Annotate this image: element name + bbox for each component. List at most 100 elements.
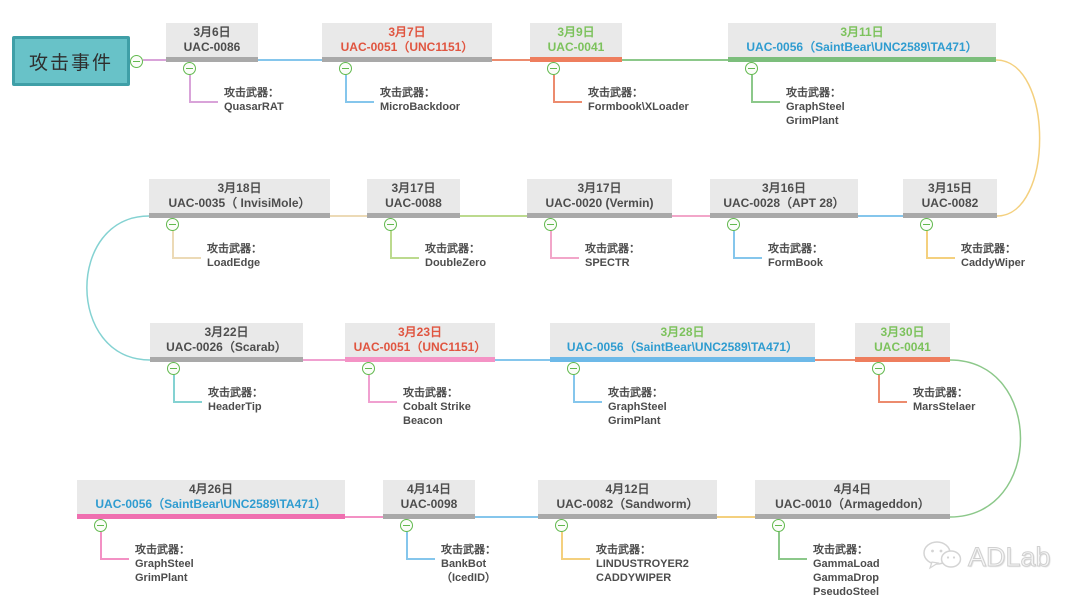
weapon-label[interactable]: 攻击武器： QuasarRAT (224, 86, 284, 114)
branch-line-horizontal (100, 558, 129, 560)
weapon-prefix: 攻击武器： (403, 387, 458, 399)
weapon-prefix: 攻击武器： (608, 387, 663, 399)
branch-line-horizontal (926, 257, 955, 259)
branch-line-vertical (368, 375, 370, 401)
event-date: 4月12日 (605, 482, 650, 496)
branch-line-horizontal (172, 257, 201, 259)
weapon-label[interactable]: 攻击武器： LINDUSTROYER2 CADDYWIPER (596, 543, 689, 585)
event-box[interactable]: 4月14日 UAC-0098 (383, 480, 475, 514)
collapse-icon[interactable] (745, 62, 758, 75)
branch-line-horizontal (390, 257, 419, 259)
branch-line-vertical (561, 532, 563, 558)
branch-line-horizontal (406, 558, 435, 560)
weapon-label[interactable]: 攻击武器： Formbook\XLoader (588, 86, 689, 114)
event-box[interactable]: 3月18日 UAC-0035（ InvisiMole） (149, 179, 330, 213)
event-date: 3月23日 (397, 325, 443, 339)
weapon-names: Formbook\XLoader (588, 101, 689, 113)
collapse-icon[interactable] (167, 362, 180, 375)
weapon-label[interactable]: 攻击武器： GammaLoad GammaDrop PseudoSteel (813, 543, 880, 599)
event-node: 3月9日 UAC-0041 攻击武器： Formbook\XLoader (530, 23, 689, 113)
collapse-icon[interactable] (362, 362, 375, 375)
event-underline (538, 514, 717, 519)
collapse-icon[interactable] (872, 362, 885, 375)
weapon-label[interactable]: 攻击武器： MarsStelaer (913, 386, 975, 414)
event-date: 4月26日 (188, 482, 234, 496)
event-date: 4月4日 (833, 482, 872, 496)
collapse-icon[interactable] (544, 218, 557, 231)
weapon-names: GraphSteel GrimPlant (135, 558, 194, 584)
collapse-icon[interactable] (384, 218, 397, 231)
event-box[interactable]: 3月22日 UAC-0026（Scarab） (150, 323, 303, 357)
event-underline (345, 357, 495, 362)
weapon-label[interactable]: 攻击武器： CaddyWiper (961, 242, 1025, 270)
weapon-prefix: 攻击武器： (441, 544, 496, 556)
curve-row3-row4 (949, 359, 1022, 518)
event-node: 3月7日 UAC-0051（UNC1151） 攻击武器： MicroBackdo… (322, 23, 492, 113)
event-box[interactable]: 4月4日 UAC-0010（Armageddon） (755, 480, 950, 514)
event-box[interactable]: 3月16日 UAC-0028（APT 28） (710, 179, 858, 213)
collapse-icon[interactable] (183, 62, 196, 75)
weapon-label[interactable]: 攻击武器： MicroBackdoor (380, 86, 460, 114)
timeline-segment (622, 59, 728, 61)
weapon-prefix: 攻击武器： (208, 387, 263, 399)
collapse-icon[interactable] (547, 62, 560, 75)
collapse-icon[interactable] (567, 362, 580, 375)
weapon-label[interactable]: 攻击武器： GraphSteel GrimPlant (608, 386, 667, 428)
branch-line-vertical (406, 532, 408, 558)
event-node: 3月17日 UAC-0020 (Vermin) 攻击武器： SPECTR (527, 179, 672, 269)
collapse-icon[interactable] (94, 519, 107, 532)
collapse-icon[interactable] (772, 519, 785, 532)
event-box[interactable]: 3月9日 UAC-0041 (530, 23, 622, 57)
branch-line-vertical (926, 231, 928, 257)
event-box[interactable]: 3月11日 UAC-0056（SaintBear\UNC2589\TA471） (728, 23, 996, 57)
event-node: 3月17日 UAC-0088 攻击武器： DoubleZero (367, 179, 486, 269)
weapon-label[interactable]: 攻击武器： DoubleZero (425, 242, 486, 270)
branch-line-vertical (778, 532, 780, 558)
event-node: 3月23日 UAC-0051（UNC1151） 攻击武器： Cobalt Str… (345, 323, 495, 427)
collapse-icon[interactable] (920, 218, 933, 231)
event-box[interactable]: 3月30日 UAC-0041 (855, 323, 950, 357)
event-date: 3月17日 (391, 181, 436, 195)
event-date: 4月14日 (406, 482, 452, 496)
event-date: 3月17日 (577, 181, 622, 195)
event-box[interactable]: 4月12日 UAC-0082（Sandworm） (538, 480, 717, 514)
timeline-segment (858, 215, 903, 217)
event-code: UAC-0056（SaintBear\UNC2589\TA471） (95, 497, 327, 511)
branch-line-vertical (878, 375, 880, 401)
event-box[interactable]: 3月15日 UAC-0082 (903, 179, 997, 213)
event-node: 4月26日 UAC-0056（SaintBear\UNC2589\TA471） … (77, 480, 345, 584)
branch-line-horizontal (751, 101, 780, 103)
branch-line-vertical (100, 532, 102, 558)
weapon-label[interactable]: 攻击武器： HeaderTip (208, 386, 263, 414)
weapon-label[interactable]: 攻击武器： BankBot （IcedID） (441, 543, 496, 585)
weapon-label[interactable]: 攻击武器： Cobalt Strike Beacon (403, 386, 495, 428)
event-underline (903, 213, 997, 218)
weapon-label[interactable]: 攻击武器： SPECTR (585, 242, 640, 270)
weapon-prefix: 攻击武器： (207, 243, 262, 255)
curve-row1-row2 (995, 59, 1041, 217)
event-node: 3月6日 UAC-0086 攻击武器： QuasarRAT (166, 23, 284, 113)
event-box[interactable]: 3月23日 UAC-0051（UNC1151） (345, 323, 495, 357)
weapon-label[interactable]: 攻击武器： FormBook (768, 242, 823, 270)
collapse-icon[interactable] (400, 519, 413, 532)
collapse-icon[interactable] (339, 62, 352, 75)
root-node[interactable]: 攻击事件 (12, 36, 130, 86)
event-box[interactable]: 3月28日 UAC-0056（SaintBear\UNC2589\TA471） (550, 323, 815, 357)
event-box[interactable]: 3月17日 UAC-0088 (367, 179, 460, 213)
event-box[interactable]: 3月17日 UAC-0020 (Vermin) (527, 179, 672, 213)
event-box[interactable]: 4月26日 UAC-0056（SaintBear\UNC2589\TA471） (77, 480, 345, 514)
timeline-segment (492, 59, 530, 61)
weapon-label[interactable]: 攻击武器： LoadEdge (207, 242, 262, 270)
weapon-prefix: 攻击武器： (768, 243, 823, 255)
root-collapse-icon[interactable] (130, 55, 143, 68)
event-box[interactable]: 3月7日 UAC-0051（UNC1151） (322, 23, 492, 57)
collapse-icon[interactable] (555, 519, 568, 532)
event-box[interactable]: 3月6日 UAC-0086 (166, 23, 258, 57)
weapon-label[interactable]: 攻击武器： GraphSteel GrimPlant (786, 86, 845, 128)
weapon-prefix: 攻击武器： (913, 387, 968, 399)
event-underline (322, 57, 492, 62)
weapon-label[interactable]: 攻击武器： GraphSteel GrimPlant (135, 543, 194, 585)
collapse-icon[interactable] (166, 218, 179, 231)
collapse-icon[interactable] (727, 218, 740, 231)
